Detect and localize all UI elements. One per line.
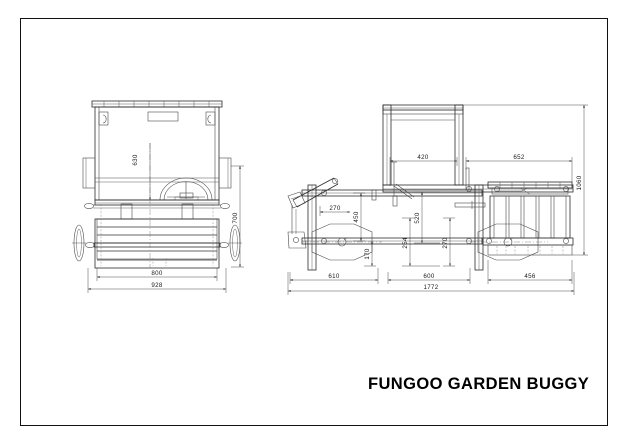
side-view-geometry: [287, 104, 574, 271]
dim-label-450: 450: [353, 211, 360, 222]
side-view-dimensions: [287, 104, 588, 295]
dim-label-420: 420: [417, 154, 428, 161]
front-view-geometry: [72, 100, 242, 269]
dim-label-652: 652: [513, 154, 524, 161]
dim-label-800: 800: [151, 270, 162, 277]
sheet-border: [20, 18, 608, 426]
dim-label-270-v: 270: [442, 237, 449, 248]
drawing-title: FUNGOO GARDEN BUGGY: [368, 375, 590, 393]
dim-label-1772: 1772: [424, 284, 439, 291]
dim-label-610: 610: [328, 273, 339, 280]
dim-label-270-h: 270: [329, 205, 340, 212]
dim-label-254: 254: [402, 237, 409, 248]
dim-label-520: 520: [414, 212, 421, 223]
dim-label-600: 600: [423, 273, 434, 280]
dim-label-630: 630: [132, 154, 139, 165]
dim-label-1060: 1060: [576, 175, 583, 190]
dim-label-170: 170: [364, 248, 371, 259]
dim-label-928: 928: [151, 282, 162, 289]
front-view-dimensions: [87, 143, 244, 293]
dim-label-456: 456: [524, 273, 535, 280]
dim-label-700: 700: [232, 212, 239, 223]
